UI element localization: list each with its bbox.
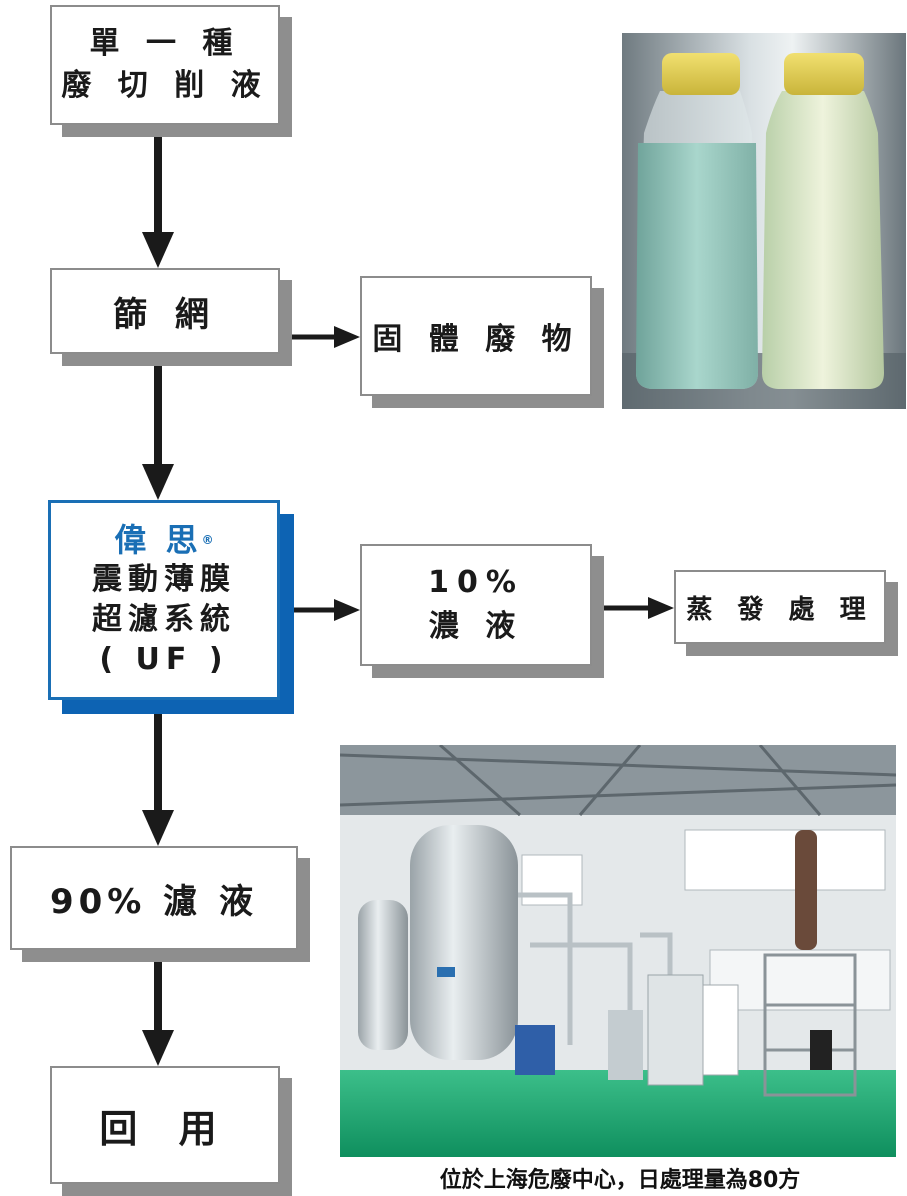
- node-uf-system-line2: 超濾系統: [92, 602, 236, 637]
- node-filtrate: 90% 濾 液: [10, 846, 298, 950]
- node-single-cutting-fluid-line2: 廢 切 削 液: [61, 68, 269, 103]
- node-single-cutting-fluid-line1: 單 一 種: [89, 26, 241, 61]
- node-uf-system-line1: 震動薄膜: [92, 562, 236, 597]
- brand-logo: 偉 思®: [114, 520, 213, 560]
- plant-caption: 位於上海危廢中心，日處理量為80方: [439, 1168, 801, 1193]
- bottles-illustration: [622, 33, 906, 409]
- node-screen: 篩 網: [50, 268, 280, 354]
- node-evaporation: 蒸 發 處 理: [674, 570, 886, 644]
- node-concentrate: 10% 濃 液: [360, 544, 592, 666]
- node-uf-system-line3: ( UF ): [99, 642, 229, 677]
- node-reuse-label: 回 用: [99, 1106, 231, 1151]
- node-filtrate-label: 90% 濾 液: [49, 881, 259, 922]
- node-reuse: 回 用: [50, 1066, 280, 1184]
- node-evaporation-label: 蒸 發 處 理: [686, 594, 874, 625]
- node-solid-waste-label: 固 體 廢 物: [372, 322, 580, 357]
- node-concentrate-label: 濃 液: [428, 609, 524, 644]
- bottles-photo: [622, 33, 906, 409]
- plant-illustration: [340, 745, 896, 1157]
- brand-name: 偉 思: [114, 521, 202, 559]
- node-solid-waste: 固 體 廢 物: [360, 276, 592, 396]
- node-screen-label: 篩 網: [113, 294, 217, 335]
- plant-photo: [340, 745, 896, 1157]
- node-uf-system: 偉 思® 震動薄膜 超濾系統 ( UF ): [48, 500, 280, 700]
- registered-mark-icon: ®: [201, 533, 214, 547]
- node-single-cutting-fluid: 單 一 種 廢 切 削 液: [50, 5, 280, 125]
- node-concentrate-percent: 10%: [428, 565, 524, 600]
